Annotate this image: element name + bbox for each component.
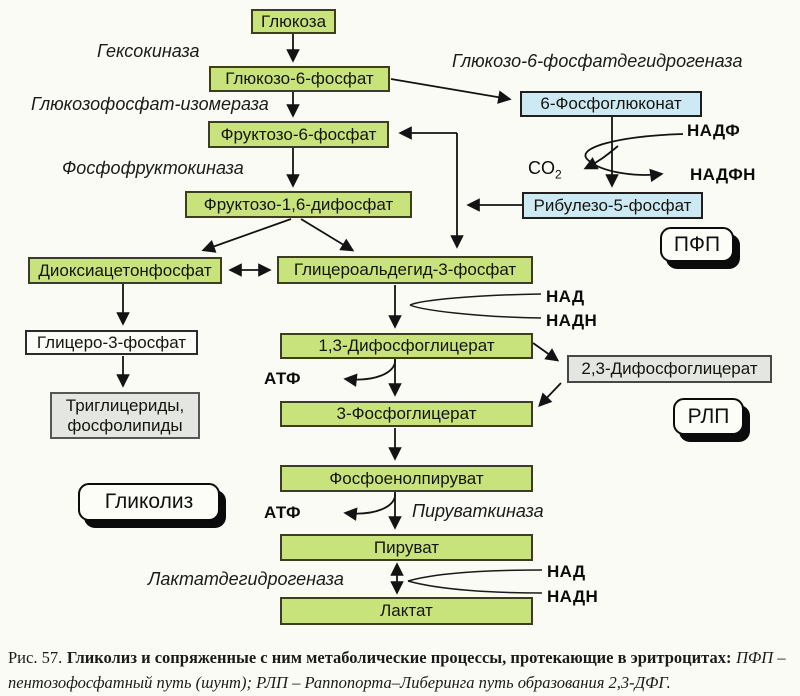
node-lactate-label: Лактат (380, 601, 433, 621)
node-glycero-3-phosphate: Глицеро-3-фосфат (25, 330, 198, 355)
node-pyruvate: Пируват (280, 534, 533, 561)
caption-title: Гликолиз и сопряженные с ним метаболичес… (66, 648, 732, 667)
node-dihydroxyacetone-phosphate: Диоксиацетонфосфат (28, 257, 222, 284)
lens-nad-upper-bottom (409, 304, 542, 319)
label-co2: CO2 (528, 158, 562, 182)
caption-note: ПФП – пентозофосфатный путь (шунт); РЛП … (8, 648, 786, 692)
label-nadh-lower: НАДН (547, 587, 599, 606)
node-f6p-label: Фруктозо-6-фосфат (220, 124, 377, 144)
enzyme-phosphofructokinase: Фосфофруктокиназа (62, 158, 244, 178)
node-pg3-label: 3-Фосфоглицерат (336, 404, 477, 424)
badge-rlp: РЛП (673, 398, 744, 435)
node-glucose-6-phosphate: Глюкозо-6-фосфат (209, 66, 390, 92)
node-pep-label: Фосфоенолпируват (329, 468, 484, 488)
node-13-diphosphoglycerate: 1,3-Дифосфоглицерат (280, 333, 533, 359)
node-glyceraldehyde-3-phosphate: Глицероальдегид-3-фосфат (277, 256, 533, 284)
node-23-diphosphoglycerate: 2,3-Дифосфоглицерат (567, 355, 772, 383)
label-atp-upper: АТФ (264, 369, 301, 388)
curve-atp-lower (343, 493, 396, 521)
arrow-g6p-to-6pg (390, 78, 512, 104)
lens-nad-lower-top (407, 569, 543, 582)
node-phosphoenolpyruvate: Фосфоенолпируват (280, 465, 533, 492)
node-fructose-6-phosphate: Фруктозо-6-фосфат (208, 121, 389, 148)
enzyme-lactate-dehydrogenase: Лактатдегидрогеназа (148, 569, 344, 589)
badge-pfp: ПФП (660, 227, 734, 262)
node-pyruvate-label: Пируват (373, 537, 440, 557)
arrow-f16dp-to-ga3p (300, 218, 355, 252)
badge-glycolysis: Гликолиз (78, 483, 220, 521)
label-nad-lower: НАД (547, 562, 586, 581)
co2-base: CO (528, 158, 555, 178)
co2-subscript: 2 (555, 167, 562, 182)
caption-prefix: Рис. 57. (8, 648, 63, 667)
label-nad-upper: НАД (546, 287, 585, 306)
node-fructose-16-diphosphate: Фруктозо-1,6-дифосфат (185, 191, 412, 218)
arrow-to-co2 (583, 145, 619, 170)
enzyme-glucose-phosphate-isomerase: Глюкозофосфат-изомераза (31, 94, 269, 114)
label-atp-lower: АТФ (264, 503, 301, 522)
label-nadp: НАДФ (687, 121, 741, 140)
node-triglycerides-label: Триглицериды,фосфолипиды (66, 396, 184, 435)
node-3-phosphoglycerate: 3-Фосфоглицерат (280, 401, 533, 427)
arrow-f16dp-to-dhap (201, 218, 292, 253)
node-bpg23-label: 2,3-Дифосфоглицерат (581, 359, 758, 379)
node-g6p-label: Глюкозо-6-фосфат (225, 69, 374, 89)
node-ga3p-label: Глицероальдегид-3-фосфат (293, 260, 517, 280)
node-6-phosphogluconate: 6-Фосфоглюконат (520, 91, 702, 117)
triglycerides-line1: Триглицериды, (65, 395, 185, 415)
node-f16dp-label: Фруктозо-1,6-дифосфат (203, 194, 394, 214)
label-nadh-upper: НАДН (546, 311, 598, 330)
triglycerides-line2: фосфолипиды (67, 415, 183, 435)
node-glucose: Глюкоза (251, 9, 336, 34)
node-bpg13-label: 1,3-Дифосфоглицерат (318, 336, 495, 356)
node-g3p-label: Глицеро-3-фосфат (36, 332, 187, 352)
node-ru5p-label: Рибулезо-5-фосфат (533, 195, 692, 215)
arrow-bpg13-to-bpg23 (532, 342, 560, 362)
curve-atp-upper (343, 359, 396, 387)
enzyme-pyruvate-kinase: Пируваткиназа (412, 501, 544, 521)
node-dhap-label: Диоксиацетонфосфат (38, 260, 212, 280)
node-glucose-label: Глюкоза (260, 11, 327, 31)
lens-nad-lower-bottom (407, 580, 543, 594)
badge-rlp-label: РЛП (687, 404, 730, 428)
figure-caption: Рис. 57.Гликолиз и сопряженные с ним мет… (8, 646, 794, 696)
node-ribulose-5-phosphate: Рибулезо-5-фосфат (522, 192, 703, 219)
arrow-bpg23-to-pg3 (538, 382, 562, 407)
badge-pfp-label: ПФП (673, 232, 721, 256)
node-triglycerides-phospholipids: Триглицериды,фосфолипиды (50, 392, 200, 439)
enzyme-hexokinase: Гексокиназа (97, 41, 200, 61)
curve-nadp-to-nadph (584, 133, 684, 183)
label-nadph: НАДФН (690, 165, 756, 184)
node-lactate: Лактат (280, 597, 533, 625)
enzyme-glucose-6-phosphate-dehydrogenase: Глюкозо-6-фосфатдегидрогеназа (452, 51, 743, 71)
badge-glycolysis-label: Гликолиз (104, 490, 194, 513)
lens-nad-upper-top (409, 293, 542, 306)
node-6pg-label: 6-Фосфоглюконат (540, 94, 682, 114)
